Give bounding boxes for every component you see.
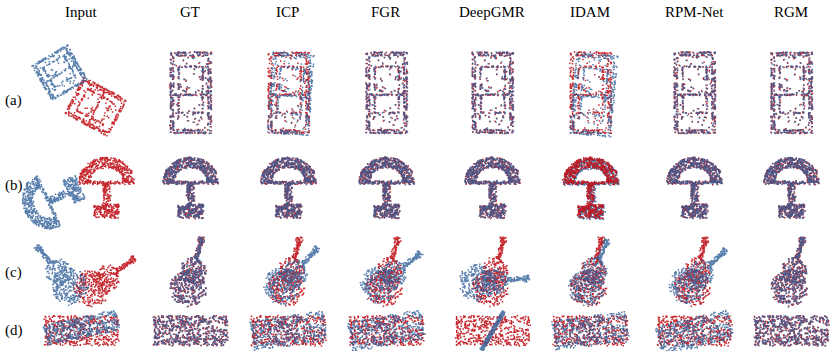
point-cloud: [31, 44, 87, 100]
row-label: (b): [5, 178, 23, 193]
point-cloud: [78, 157, 134, 219]
point-cloud: [360, 250, 424, 303]
point-cloud: [754, 315, 830, 347]
point-cloud: [471, 51, 514, 134]
column-header: FGR: [371, 5, 400, 20]
point-cloud: [568, 238, 610, 306]
point-cloud: [358, 157, 415, 220]
point-cloud: [465, 157, 521, 220]
point-cloud: [771, 236, 808, 307]
point-cloud: [34, 244, 90, 306]
point-cloud: [249, 311, 326, 351]
column-header: Input: [65, 5, 97, 20]
point-cloud: [43, 310, 120, 345]
point-cloud: [365, 51, 408, 134]
point-cloud: [763, 157, 820, 219]
point-cloud: [460, 264, 531, 302]
row-label: (d): [5, 323, 23, 338]
column-header: RGM: [774, 5, 808, 20]
point-cloud: [770, 51, 813, 134]
row-label: (c): [5, 265, 22, 280]
point-cloud: [655, 310, 733, 351]
point-cloud: [562, 156, 619, 219]
point-cloud: [22, 175, 86, 230]
point-cloud: [152, 315, 228, 347]
column-header: RPM-Net: [665, 5, 723, 20]
point-cloud: [73, 255, 136, 307]
point-cloud: [162, 156, 219, 219]
point-cloud: [673, 51, 716, 134]
point-cloud: [260, 157, 316, 219]
point-cloud: [347, 310, 426, 351]
point-cloud: [770, 51, 813, 134]
point-cloud: [260, 157, 317, 219]
point-cloud: [471, 51, 514, 134]
row-label: (a): [5, 93, 22, 108]
point-cloud: [551, 311, 629, 351]
column-header: ICP: [276, 5, 299, 20]
column-header: DeepGMR: [459, 5, 525, 20]
column-header: IDAM: [570, 5, 610, 20]
point-cloud: [170, 236, 207, 307]
point-cloud: [162, 156, 218, 219]
point-cloud: [365, 51, 408, 134]
point-cloud: [267, 51, 315, 136]
point-cloud: [763, 157, 820, 219]
point-cloud: [464, 156, 520, 219]
point-cloud: [669, 247, 728, 304]
point-cloud: [358, 156, 415, 219]
column-header: GT: [180, 5, 200, 20]
point-cloud: [569, 52, 618, 137]
point-cloud: [169, 51, 212, 134]
point-cloud: [666, 157, 723, 220]
point-cloud: [480, 310, 506, 351]
point-cloud: [753, 315, 829, 347]
point-cloud: [673, 51, 716, 134]
point-cloud: [263, 245, 320, 305]
point-cloud: [666, 156, 723, 219]
point-cloud: [169, 237, 206, 308]
point-cloud: [169, 51, 212, 134]
point-cloud: [153, 315, 229, 347]
